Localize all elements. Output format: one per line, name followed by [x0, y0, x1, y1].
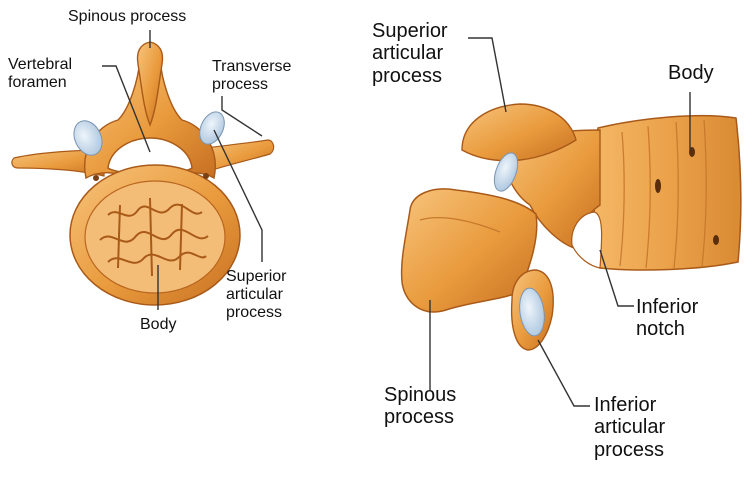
label-inferior-notch: Inferior notch [636, 296, 698, 341]
label-spinous-process-left: Spinous process [68, 8, 186, 26]
label-superior-articular-left: Superior articular process [226, 268, 286, 322]
label-vertebral-foramen: Vertebral foramen [8, 56, 72, 92]
label-transverse-process-line2: process [212, 76, 291, 94]
vertebral-body-right-view [594, 116, 741, 270]
label-superior-articular-right: Superior articular process [372, 20, 448, 87]
label-superior-articular-right-line3: process [372, 65, 448, 87]
label-body-left: Body [140, 316, 176, 334]
label-superior-articular-left-line2: articular [226, 286, 286, 304]
leader-transverse [222, 96, 262, 136]
label-inferior-notch-line2: notch [636, 318, 698, 340]
label-spinous-process-right-line2: process [384, 406, 456, 428]
label-superior-articular-right-line2: articular [372, 42, 448, 64]
label-transverse-process: Transverse process [212, 58, 291, 94]
label-transverse-process-line1: Transverse [212, 58, 291, 76]
label-inferior-articular: Inferior articular process [594, 394, 665, 461]
label-body-right: Body [668, 62, 714, 84]
label-inferior-articular-line1: Inferior [594, 394, 665, 416]
leader-inferior-articular [538, 340, 590, 406]
label-superior-articular-right-line1: Superior [372, 20, 448, 42]
leader-superior-articular-right [468, 38, 506, 112]
label-inferior-notch-line1: Inferior [636, 296, 698, 318]
label-superior-articular-left-line1: Superior [226, 268, 286, 286]
label-vertebral-foramen-line2: foramen [8, 74, 72, 92]
label-spinous-process-right-line1: Spinous [384, 384, 456, 406]
label-spinous-process-right: Spinous process [384, 384, 456, 429]
label-vertebral-foramen-line1: Vertebral [8, 56, 72, 74]
label-superior-articular-left-line3: process [226, 304, 286, 322]
label-inferior-articular-line3: process [594, 439, 665, 461]
label-inferior-articular-line2: articular [594, 416, 665, 438]
